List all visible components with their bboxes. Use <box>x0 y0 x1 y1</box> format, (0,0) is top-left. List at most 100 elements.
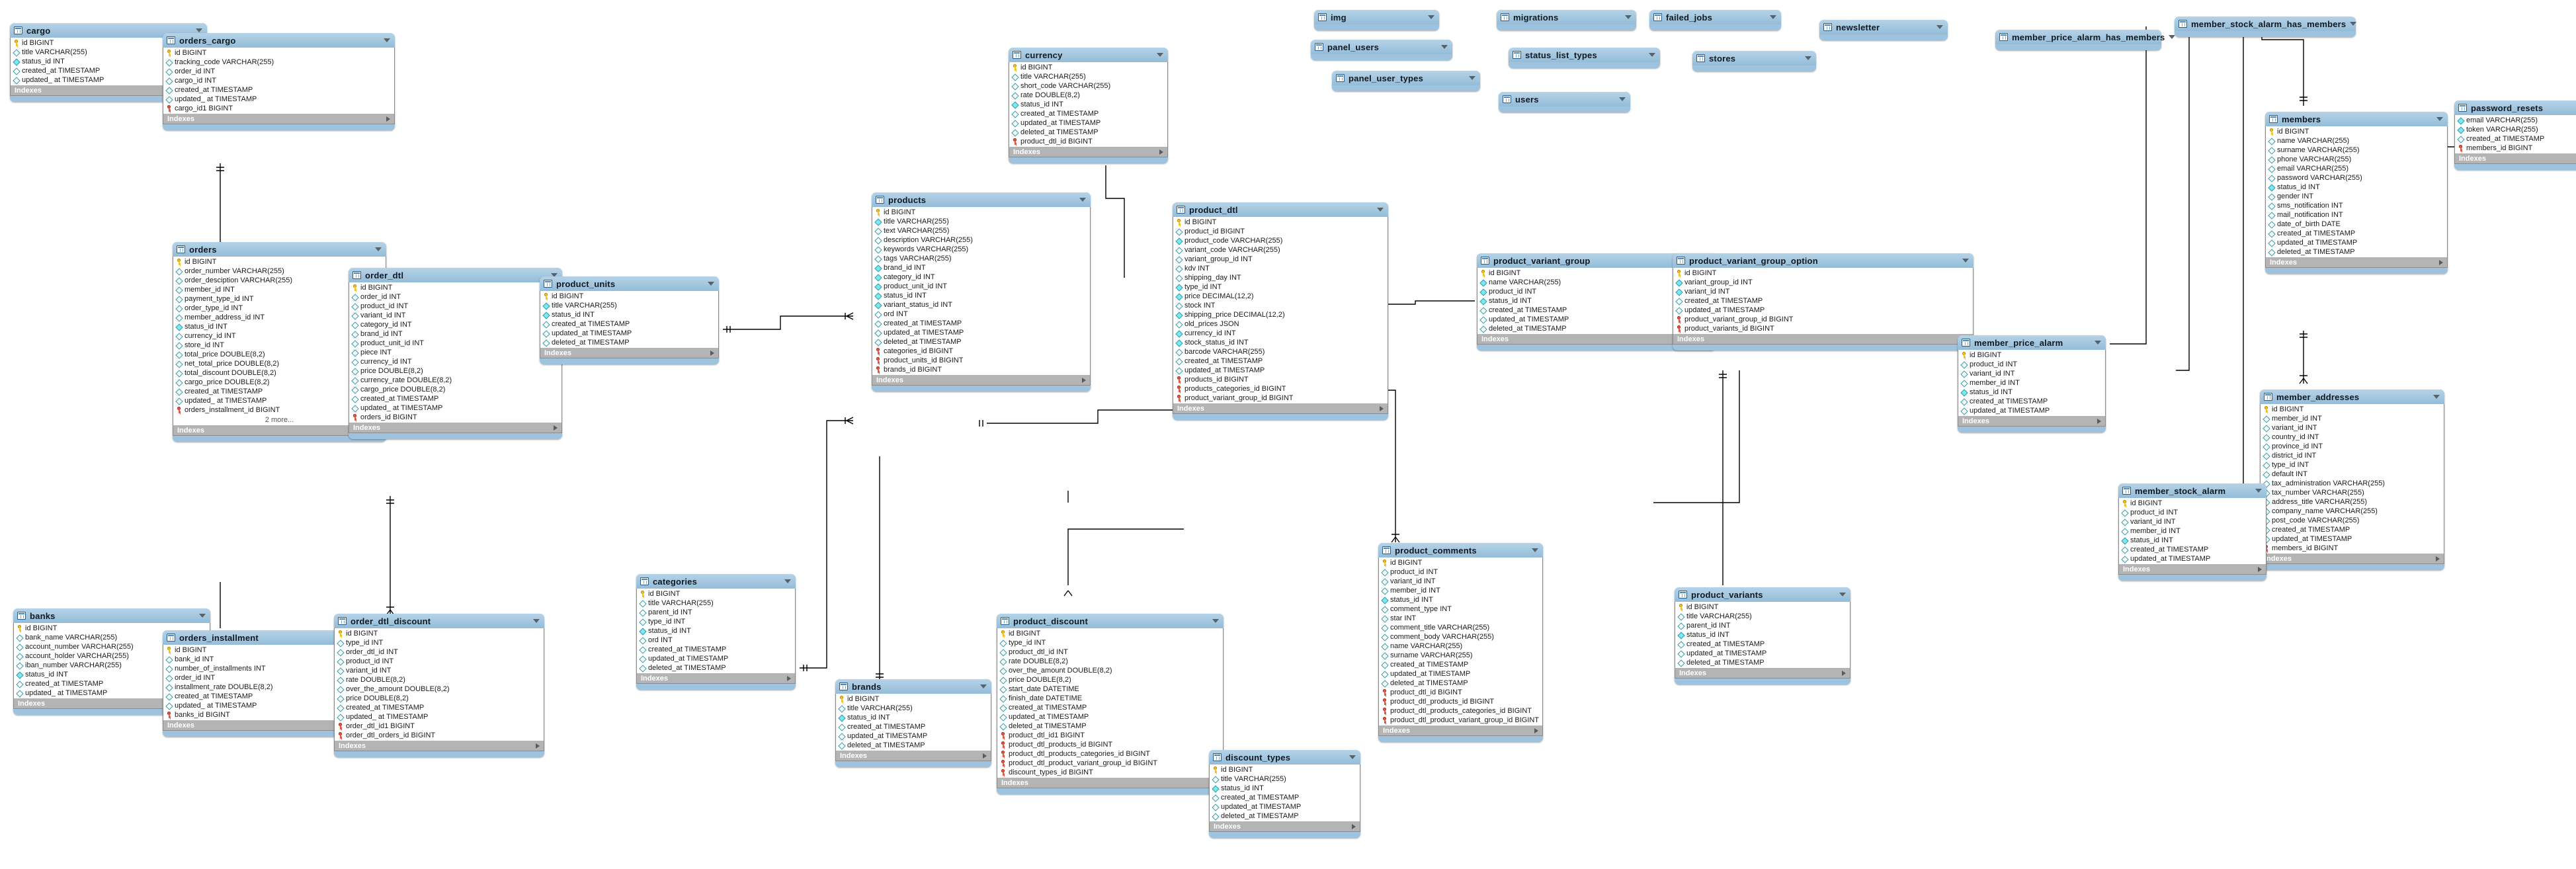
indexes-section-product_units[interactable]: Indexes <box>540 348 719 358</box>
column-row[interactable]: type_id INT <box>997 638 1223 647</box>
table-panel_users[interactable]: panel_users <box>1311 40 1452 60</box>
table-header-newsletter[interactable]: newsletter <box>1819 20 1948 34</box>
column-row[interactable]: parent_id INT <box>1675 621 1850 630</box>
column-row[interactable]: created_at TIMESTAMP <box>1477 306 1715 315</box>
column-row[interactable]: created_at TIMESTAMP <box>163 85 394 95</box>
column-row[interactable]: updated_at TIMESTAMP <box>836 731 991 741</box>
chevron-down-icon[interactable] <box>784 579 791 583</box>
column-row[interactable]: updated_at TIMESTAMP <box>540 329 718 338</box>
column-row[interactable]: rate DOUBLE(8,2) <box>1009 91 1167 100</box>
table-img[interactable]: img <box>1314 10 1439 30</box>
column-row[interactable]: variant_id INT <box>2119 517 2266 526</box>
column-row[interactable]: category_id INT <box>872 272 1090 282</box>
column-row[interactable]: currency_id INT <box>1173 329 1388 338</box>
chevron-down-icon[interactable] <box>384 38 390 42</box>
column-row[interactable]: old_prices JSON <box>1173 319 1388 329</box>
column-row[interactable]: created_at TIMESTAMP <box>997 703 1223 712</box>
column-row[interactable]: type_id INT <box>335 638 544 647</box>
column-row[interactable]: product_units_id BIGINT <box>872 356 1090 365</box>
column-row[interactable]: cargo_price DOUBLE(8,2) <box>173 378 386 387</box>
column-row[interactable]: store_id INT <box>173 341 386 350</box>
chevron-down-icon[interactable] <box>1936 25 1943 29</box>
indexes-section-orders_cargo[interactable]: Indexes <box>163 114 395 124</box>
table-header-password_resets[interactable]: password_resets <box>2454 101 2576 115</box>
column-row[interactable]: id BIGINT <box>1009 63 1167 72</box>
chevron-down-icon[interactable] <box>708 282 714 286</box>
chevron-down-icon[interactable] <box>2255 489 2262 493</box>
column-row[interactable]: product_dtl_id1 BIGINT <box>997 731 1223 740</box>
column-row[interactable]: tax_number VARCHAR(255) <box>2261 488 2444 497</box>
column-row[interactable]: updated_at TIMESTAMP <box>2266 238 2447 247</box>
column-row[interactable]: variant_group_id INT <box>1173 255 1388 264</box>
column-row[interactable]: id BIGINT <box>1173 218 1388 227</box>
table-header-img[interactable]: img <box>1314 10 1439 24</box>
column-row[interactable]: cargo_id INT <box>163 76 394 85</box>
column-row[interactable]: iban_number VARCHAR(255) <box>14 661 210 670</box>
table-header-product_units[interactable]: product_units <box>540 276 719 291</box>
table-failed_jobs[interactable]: failed_jobs <box>1649 10 1781 30</box>
column-row[interactable]: short_code VARCHAR(255) <box>1009 81 1167 91</box>
column-row[interactable]: phone VARCHAR(255) <box>2266 155 2447 164</box>
table-header-panel_user_types[interactable]: panel_user_types <box>1332 71 1480 85</box>
column-row[interactable]: bank_name VARCHAR(255) <box>14 633 210 642</box>
table-header-member_price_alarm_has_members[interactable]: member_price_alarm_has_members <box>1995 30 2176 44</box>
column-row[interactable]: updated_at TIMESTAMP <box>872 328 1090 337</box>
column-row[interactable]: order_dtl_id1 BIGINT <box>335 722 544 731</box>
column-row[interactable]: updated_at TIMESTAMP <box>1379 669 1542 679</box>
column-row[interactable]: deleted_at TIMESTAMP <box>1379 679 1542 688</box>
chevron-right-icon[interactable] <box>1159 149 1163 155</box>
column-row[interactable]: product_unit_id INT <box>349 339 561 348</box>
column-row[interactable]: status_id INT <box>1210 784 1360 793</box>
column-row[interactable]: created_at TIMESTAMP <box>540 319 718 329</box>
column-row[interactable]: product_code VARCHAR(255) <box>1173 236 1388 245</box>
table-newsletter[interactable]: newsletter <box>1819 20 1948 40</box>
column-row[interactable]: over_the_amount DOUBLE(8,2) <box>335 684 544 694</box>
table-users[interactable]: users <box>1499 92 1630 112</box>
table-header-member_stock_alarm[interactable]: member_stock_alarm <box>2118 483 2266 498</box>
column-row[interactable]: shipping_day INT <box>1173 273 1388 282</box>
column-row[interactable]: member_id INT <box>1958 378 2105 388</box>
column-row[interactable]: created_at TIMESTAMP <box>2261 525 2444 534</box>
chevron-right-icon[interactable] <box>1082 377 1086 383</box>
column-row[interactable]: currency_id INT <box>349 357 561 366</box>
column-row[interactable]: text VARCHAR(255) <box>872 226 1090 235</box>
column-row[interactable]: created_at TIMESTAMP <box>11 66 206 75</box>
chevron-down-icon[interactable] <box>1079 198 1086 202</box>
column-row[interactable]: created_at TIMESTAMP <box>335 703 544 712</box>
column-row[interactable]: updated_at TIMESTAMP <box>1673 306 1973 315</box>
column-row[interactable]: member_id INT <box>2261 414 2444 423</box>
column-row[interactable]: installment_rate DOUBLE(8,2) <box>163 683 366 692</box>
column-row[interactable]: brand_id INT <box>872 263 1090 272</box>
column-row[interactable]: comment_type INT <box>1379 604 1542 614</box>
column-row[interactable]: order_desciption VARCHAR(255) <box>173 276 386 285</box>
column-row[interactable]: title VARCHAR(255) <box>11 48 206 57</box>
column-row[interactable]: created_at TIMESTAMP <box>836 722 991 731</box>
column-row[interactable]: created_at TIMESTAMP <box>1958 397 2105 406</box>
column-row[interactable]: product_id INT <box>2119 508 2266 517</box>
column-row[interactable]: status_id INT <box>1958 388 2105 397</box>
column-row[interactable]: email VARCHAR(255) <box>2266 164 2447 173</box>
indexes-section-order_dtl_discount[interactable]: Indexes <box>334 741 544 751</box>
column-row[interactable]: product_dtl_products_id BIGINT <box>1379 697 1542 706</box>
column-row[interactable]: description VARCHAR(255) <box>872 235 1090 245</box>
column-row[interactable]: created_at TIMESTAMP <box>872 319 1090 328</box>
column-row[interactable]: price DOUBLE(8,2) <box>997 675 1223 684</box>
column-row[interactable]: cargo_id1 BIGINT <box>163 104 394 113</box>
column-row[interactable]: categories_id BIGINT <box>872 347 1090 356</box>
column-row[interactable]: id BIGINT <box>1379 558 1542 567</box>
table-header-panel_users[interactable]: panel_users <box>1311 40 1452 54</box>
column-row[interactable]: number_of_installments INT <box>163 664 366 673</box>
chevron-down-icon[interactable] <box>1441 45 1448 49</box>
column-row[interactable]: title VARCHAR(255) <box>1210 774 1360 784</box>
table-header-banks[interactable]: banks <box>13 608 210 623</box>
column-row[interactable]: title VARCHAR(255) <box>1675 612 1850 621</box>
table-stores[interactable]: stores <box>1692 51 1816 71</box>
chevron-right-icon[interactable] <box>2258 566 2262 572</box>
column-row[interactable]: variant_id INT <box>335 666 544 675</box>
chevron-down-icon[interactable] <box>1619 97 1626 101</box>
column-row[interactable]: status_id INT <box>1477 296 1715 306</box>
